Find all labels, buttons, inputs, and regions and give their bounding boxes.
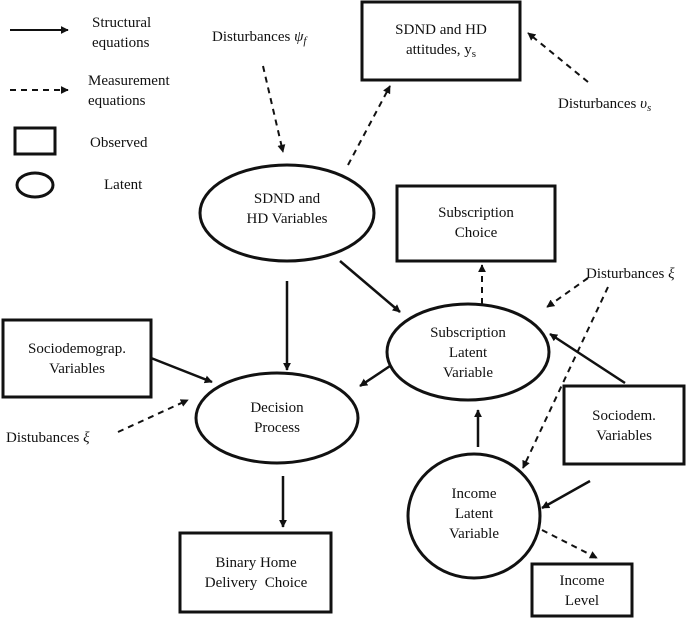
disturbances-xi-right-label: Disturbances ξ bbox=[586, 266, 675, 282]
legend-observed-label: Observed bbox=[90, 135, 148, 151]
binary-choice-label: Binary Home Delivery Choice bbox=[204, 555, 308, 591]
sdnd-vars-ellipse bbox=[198, 163, 376, 263]
arrow-subscription-to-decision bbox=[359, 364, 391, 388]
sociodemo-vars-label: Sociodemograp. Variables bbox=[28, 341, 126, 377]
sociodem-vars-label: Sociodem. Variables bbox=[592, 408, 656, 444]
sociodemo-vars-box bbox=[1, 318, 153, 399]
arrow-sociodem-to-subscription bbox=[549, 332, 626, 385]
arrow-income-to-level bbox=[541, 529, 598, 559]
income-latent-label: Income Latent Variable bbox=[449, 486, 499, 542]
arrow-sociodemo-to-decision bbox=[150, 356, 213, 384]
arrow-upsilon-to-attitudes bbox=[527, 32, 589, 83]
arrow-xi-to-decision bbox=[117, 399, 189, 433]
subscription-choice-label: Subscription Choice bbox=[438, 205, 514, 241]
income-latent-ellipse bbox=[406, 452, 542, 580]
legend-structural-label: Structural equations bbox=[92, 15, 152, 51]
sdnd-vars-label: SDND and HD Variables bbox=[246, 191, 328, 227]
subscription-choice-box bbox=[395, 184, 557, 263]
subscription-latent-label: Subscription Latent Variable bbox=[430, 325, 506, 381]
legend-observed-box bbox=[13, 126, 57, 156]
income-level-label: Income Level bbox=[559, 573, 605, 609]
binary-choice-box bbox=[178, 531, 333, 614]
decision-process-ellipse bbox=[194, 371, 360, 465]
arrow-sdnd-to-attitudes bbox=[347, 85, 391, 166]
arrow-psi-to-sdnd bbox=[262, 65, 286, 153]
decision-process-label: Decision Process bbox=[250, 400, 304, 436]
legend-latent-label: Latent bbox=[104, 177, 143, 193]
arrow-into-income bbox=[541, 479, 591, 510]
income-level-box bbox=[530, 562, 634, 618]
disturbances-psi-label: Disturbances ψf bbox=[212, 29, 307, 47]
arrow-xi-to-income bbox=[522, 286, 609, 469]
attitudes-label: SDND and HD attitudes, ys bbox=[395, 22, 487, 60]
attitudes-box bbox=[360, 0, 522, 82]
disturbances-upsilon-label: Disturbances υs bbox=[558, 96, 652, 114]
subscription-latent-ellipse bbox=[385, 302, 551, 402]
arrow-xi-to-subscription bbox=[546, 277, 589, 308]
disturbances-xi-left-label: Distubances ξ bbox=[6, 430, 90, 446]
legend-latent-ellipse bbox=[15, 171, 55, 199]
arrow-sdnd-to-subscription bbox=[339, 260, 401, 313]
legend-measurement-label: Measurement equations bbox=[88, 73, 170, 109]
sociodem-vars-box bbox=[562, 384, 686, 466]
